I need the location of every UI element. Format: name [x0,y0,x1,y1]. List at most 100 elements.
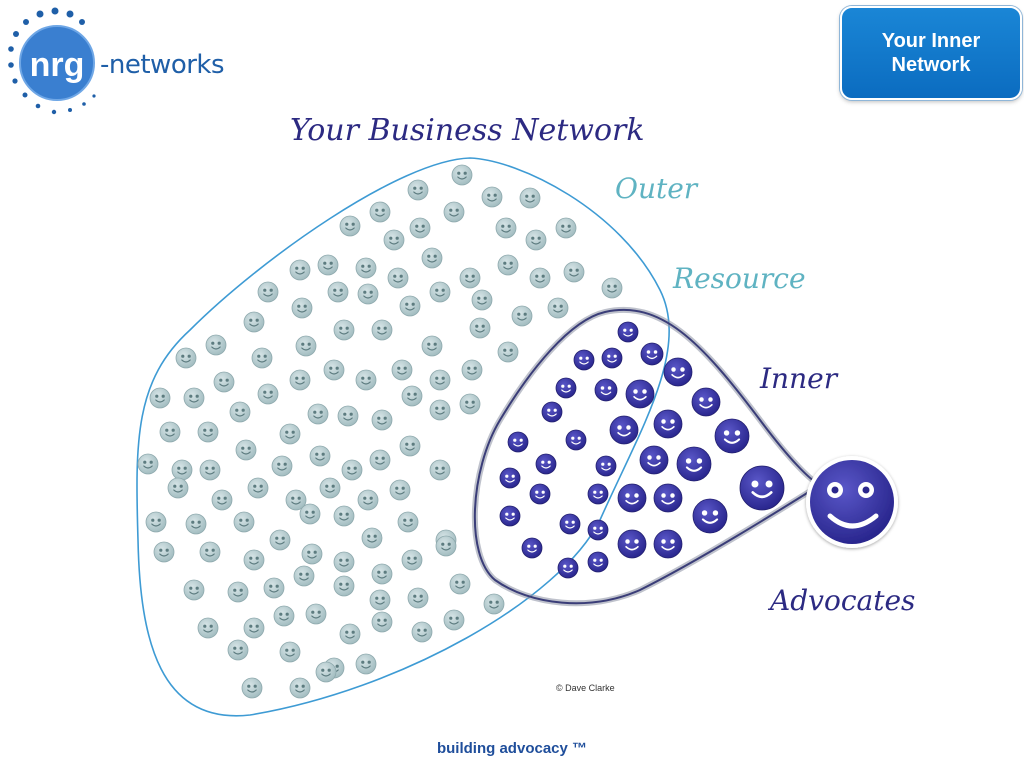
outer-contact-face [289,677,311,699]
outer-contact-face [279,423,301,445]
outer-contact-face [407,179,429,201]
outer-contact-face [183,387,205,409]
advocate-face [806,456,898,548]
outer-contact-face [547,297,569,319]
outer-contact-face [401,549,423,571]
outer-contact-face [495,217,517,239]
inner-contact-face [653,529,683,559]
outer-contact-face [289,259,311,281]
outer-contact-face [601,277,623,299]
outer-contact-face [525,229,547,251]
outer-contact-face [407,587,429,609]
outer-contact-face [391,359,413,381]
outer-contact-face [309,445,331,467]
outer-contact-face [483,593,505,615]
advocates-label: Advocates [767,584,915,617]
inner-contact-face [507,431,529,453]
outer-contact-face [369,449,391,471]
outer-contact-face [341,459,363,481]
outer-contact-face [421,247,443,269]
inner-contact-face [587,551,609,573]
outer-contact-face [435,535,457,557]
outer-contact-face [429,459,451,481]
outer-contact-face [293,565,315,587]
outer-contact-face [159,421,181,443]
outer-contact-face [339,623,361,645]
outer-contact-face [305,603,327,625]
outer-contact-face [299,503,321,525]
outer-contact-face [145,511,167,533]
outer-contact-face [247,477,269,499]
outer-contact-face [167,477,189,499]
inner-network-badge[interactable]: Your Inner Network [840,6,1022,100]
outer-contact-face [137,453,159,475]
outer-contact-face [399,435,421,457]
inner-contact-face [617,483,647,513]
outer-contact-face [243,549,265,571]
outer-contact-face [205,334,227,356]
outer-contact-face [319,477,341,499]
outer-contact-face [389,479,411,501]
outer-contact-face [371,563,393,585]
outer-contact-face [355,369,377,391]
outer-contact-face [443,609,465,631]
outer-contact-face [369,201,391,223]
outer-contact-face [227,639,249,661]
inner-contact-face [521,537,543,559]
inner-contact-face [559,513,581,535]
outer-contact-face [301,543,323,565]
outer-contact-face [361,527,383,549]
outer-contact-face [333,319,355,341]
outer-contact-face [199,459,221,481]
inner-contact-face [617,321,639,343]
outer-contact-face [241,677,263,699]
inner-contact-face [653,409,683,439]
outer-contact-face [409,217,431,239]
badge-label: Your Inner Network [881,30,981,76]
outer-contact-face [257,383,279,405]
inner-contact-face [691,387,721,417]
outer-contact-face [443,201,465,223]
outer-contact-face [291,297,313,319]
outer-contact-face [397,511,419,533]
outer-contact-face [235,439,257,461]
outer-contact-face [421,335,443,357]
resource-label: Resource [672,262,806,295]
outer-contact-face [149,387,171,409]
outer-contact-face [555,217,577,239]
inner-contact-face [601,347,623,369]
inner-contact-face [529,483,551,505]
inner-label: Inner [759,362,839,395]
outer-contact-face [295,335,317,357]
inner-contact-face [714,418,750,454]
outer-contact-face [355,257,377,279]
outer-contact-face [333,505,355,527]
inner-contact-face [555,377,577,399]
inner-contact-face [653,483,683,513]
outer-contact-face [323,359,345,381]
outer-contact-face [461,359,483,381]
outer-contacts-group [137,164,623,699]
inner-contacts-group [499,321,785,579]
outer-contact-face [273,605,295,627]
outer-contact-face [401,385,423,407]
outer-contact-face [233,511,255,533]
outer-contact-face [229,401,251,423]
copyright-note: © Dave Clarke [556,683,615,693]
inner-contact-face [499,467,521,489]
inner-contact-face [692,498,728,534]
inner-contact-face [587,519,609,541]
outer-contact-face [355,653,377,675]
outer-contact-face [451,164,473,186]
outer-contact-face [459,393,481,415]
outer-label: Outer [615,172,699,205]
inner-contact-face [609,415,639,445]
outer-contact-face [153,541,175,563]
outer-contact-face [315,661,337,683]
outer-contact-face [197,617,219,639]
outer-contact-face [211,489,233,511]
outer-contact-face [399,295,421,317]
logo-suffix: -networks [100,50,225,80]
outer-contact-face [519,187,541,209]
